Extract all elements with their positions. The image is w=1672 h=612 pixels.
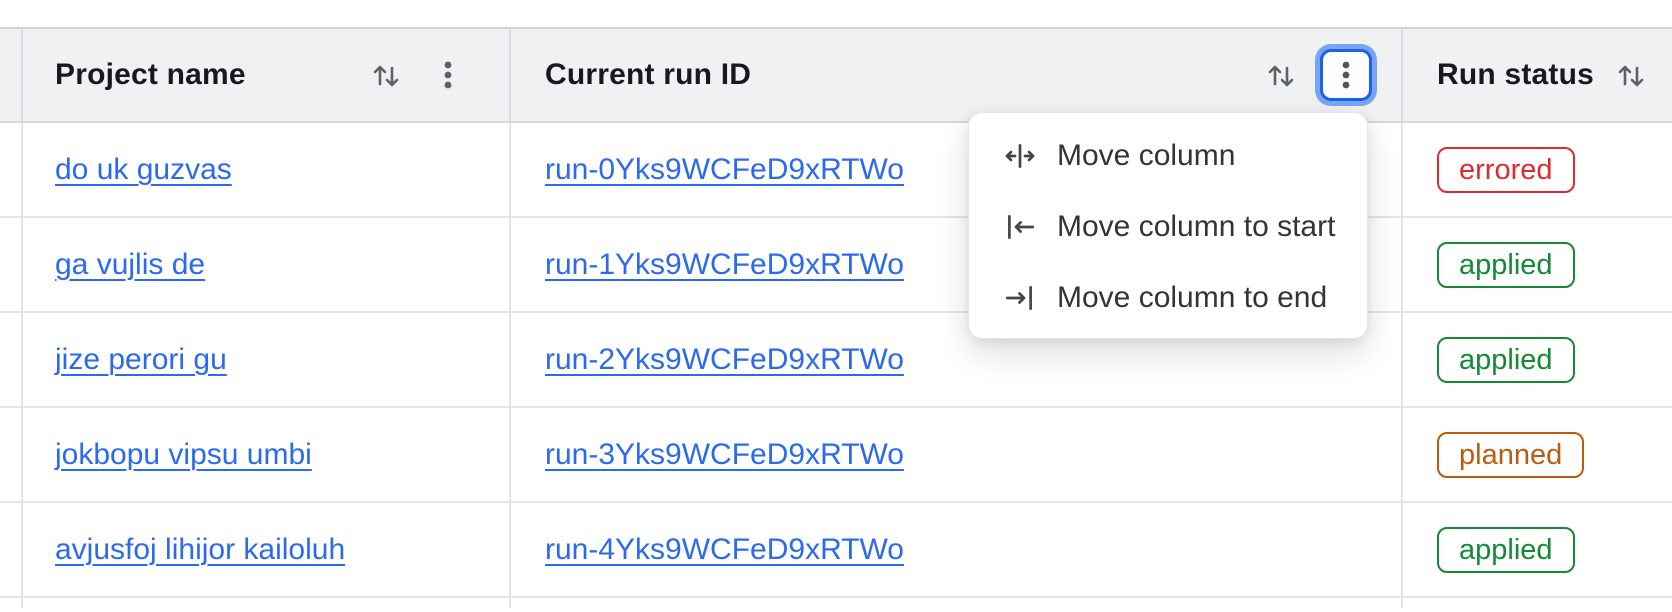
run-id-cell: run-2Yks9WCFeD9xRTWo: [511, 313, 1403, 406]
table-row: do uk guzvas run-0Yks9WCFeD9xRTWo errore…: [0, 123, 1672, 218]
header-stub-cell: [0, 29, 23, 121]
column-options-menu: Move column Move column to start Move co…: [968, 112, 1368, 339]
move-column-to-start-icon: [1003, 210, 1037, 244]
header-current-run-id: Current run ID: [511, 29, 1403, 121]
run-status-cell: planned: [1403, 408, 1672, 501]
project-cell: [23, 598, 511, 608]
current-run-id-sort-button[interactable]: [1264, 58, 1298, 92]
header-run-status: Run status: [1403, 29, 1672, 121]
row-stub-cell: [0, 503, 23, 596]
project-cell: do uk guzvas: [23, 123, 511, 216]
run-id-cell: [511, 598, 1403, 608]
project-name-column-menu-button[interactable]: [431, 58, 465, 92]
table-row: jize perori gu run-2Yks9WCFeD9xRTWo appl…: [0, 313, 1672, 408]
status-badge: applied: [1437, 526, 1575, 573]
project-cell: jokbopu vipsu umbi: [23, 408, 511, 501]
menu-item-label: Move column to start: [1057, 209, 1336, 243]
run-id-cell: run-1Yks9WCFeD9xRTWo: [511, 218, 1403, 311]
top-spacer: [0, 0, 1672, 27]
status-badge: applied: [1437, 336, 1575, 383]
row-stub-cell: [0, 598, 23, 608]
project-link[interactable]: jokbopu vipsu umbi: [55, 437, 312, 471]
table-top-border: [0, 27, 1672, 29]
project-link[interactable]: do uk guzvas: [55, 152, 232, 186]
run-status-header-label: Run status: [1437, 58, 1595, 91]
run-status-sort-button[interactable]: [1614, 58, 1648, 92]
run-id-link[interactable]: run-0Yks9WCFeD9xRTWo: [545, 152, 904, 186]
menu-item-label: Move column to end: [1057, 280, 1328, 314]
project-cell: avjusfoj lihijor kailoluh: [23, 503, 511, 596]
run-id-link[interactable]: run-3Yks9WCFeD9xRTWo: [545, 437, 904, 471]
menu-item-label: Move column: [1057, 138, 1236, 172]
run-id-cell: run-3Yks9WCFeD9xRTWo: [511, 408, 1403, 501]
project-link[interactable]: jize perori gu: [55, 342, 227, 376]
table-row: jokbopu vipsu umbi run-3Yks9WCFeD9xRTWo …: [0, 408, 1672, 503]
run-id-cell: run-4Yks9WCFeD9xRTWo: [511, 503, 1403, 596]
sort-arrows-icon: [1265, 59, 1297, 91]
project-cell: ga vujlis de: [23, 218, 511, 311]
run-id-link[interactable]: run-4Yks9WCFeD9xRTWo: [545, 532, 904, 566]
table-row: ga vujlis de run-1Yks9WCFeD9xRTWo applie…: [0, 218, 1672, 313]
run-status-cell: applied: [1403, 503, 1672, 596]
project-cell: jize perori gu: [23, 313, 511, 406]
run-id-cell: run-0Yks9WCFeD9xRTWo: [511, 123, 1403, 216]
projects-table: Project name: [0, 29, 1672, 608]
run-status-cell: applied: [1403, 313, 1672, 406]
row-stub-cell: [0, 408, 23, 501]
sort-arrows-icon: [1615, 59, 1647, 91]
move-column-to-end-icon: [1003, 281, 1037, 315]
status-badge: applied: [1437, 241, 1575, 288]
move-column-icon: [1003, 139, 1037, 173]
run-status-cell: errored: [1403, 123, 1672, 216]
current-run-id-header-label: Current run ID: [545, 58, 752, 91]
row-stub-cell: [0, 313, 23, 406]
kebab-icon: [433, 60, 463, 90]
table-row: avjusfoj lihijor kailoluh run-4Yks9WCFeD…: [0, 503, 1672, 598]
table-header-row: Project name: [0, 29, 1672, 123]
run-id-link[interactable]: run-1Yks9WCFeD9xRTWo: [545, 247, 904, 281]
table-row-partial: [0, 598, 1672, 608]
project-name-header-label: Project name: [55, 58, 246, 91]
project-link[interactable]: ga vujlis de: [55, 247, 206, 281]
current-run-id-column-menu-button[interactable]: [1320, 49, 1372, 101]
project-link[interactable]: avjusfoj lihijor kailoluh: [55, 532, 346, 566]
run-status-cell: applied: [1403, 218, 1672, 311]
status-badge: errored: [1437, 146, 1575, 193]
menu-item-move-column-to-end[interactable]: Move column to end: [969, 262, 1367, 333]
run-id-link[interactable]: run-2Yks9WCFeD9xRTWo: [545, 342, 904, 376]
menu-item-move-column[interactable]: Move column: [969, 120, 1367, 191]
row-stub-cell: [0, 218, 23, 311]
menu-item-move-column-to-start[interactable]: Move column to start: [969, 191, 1367, 262]
status-badge: planned: [1437, 431, 1585, 478]
run-status-cell: [1403, 598, 1672, 608]
project-name-sort-button[interactable]: [369, 58, 403, 92]
row-stub-cell: [0, 123, 23, 216]
kebab-icon: [1331, 60, 1361, 90]
sort-arrows-icon: [370, 59, 402, 91]
header-project-name: Project name: [23, 29, 511, 121]
